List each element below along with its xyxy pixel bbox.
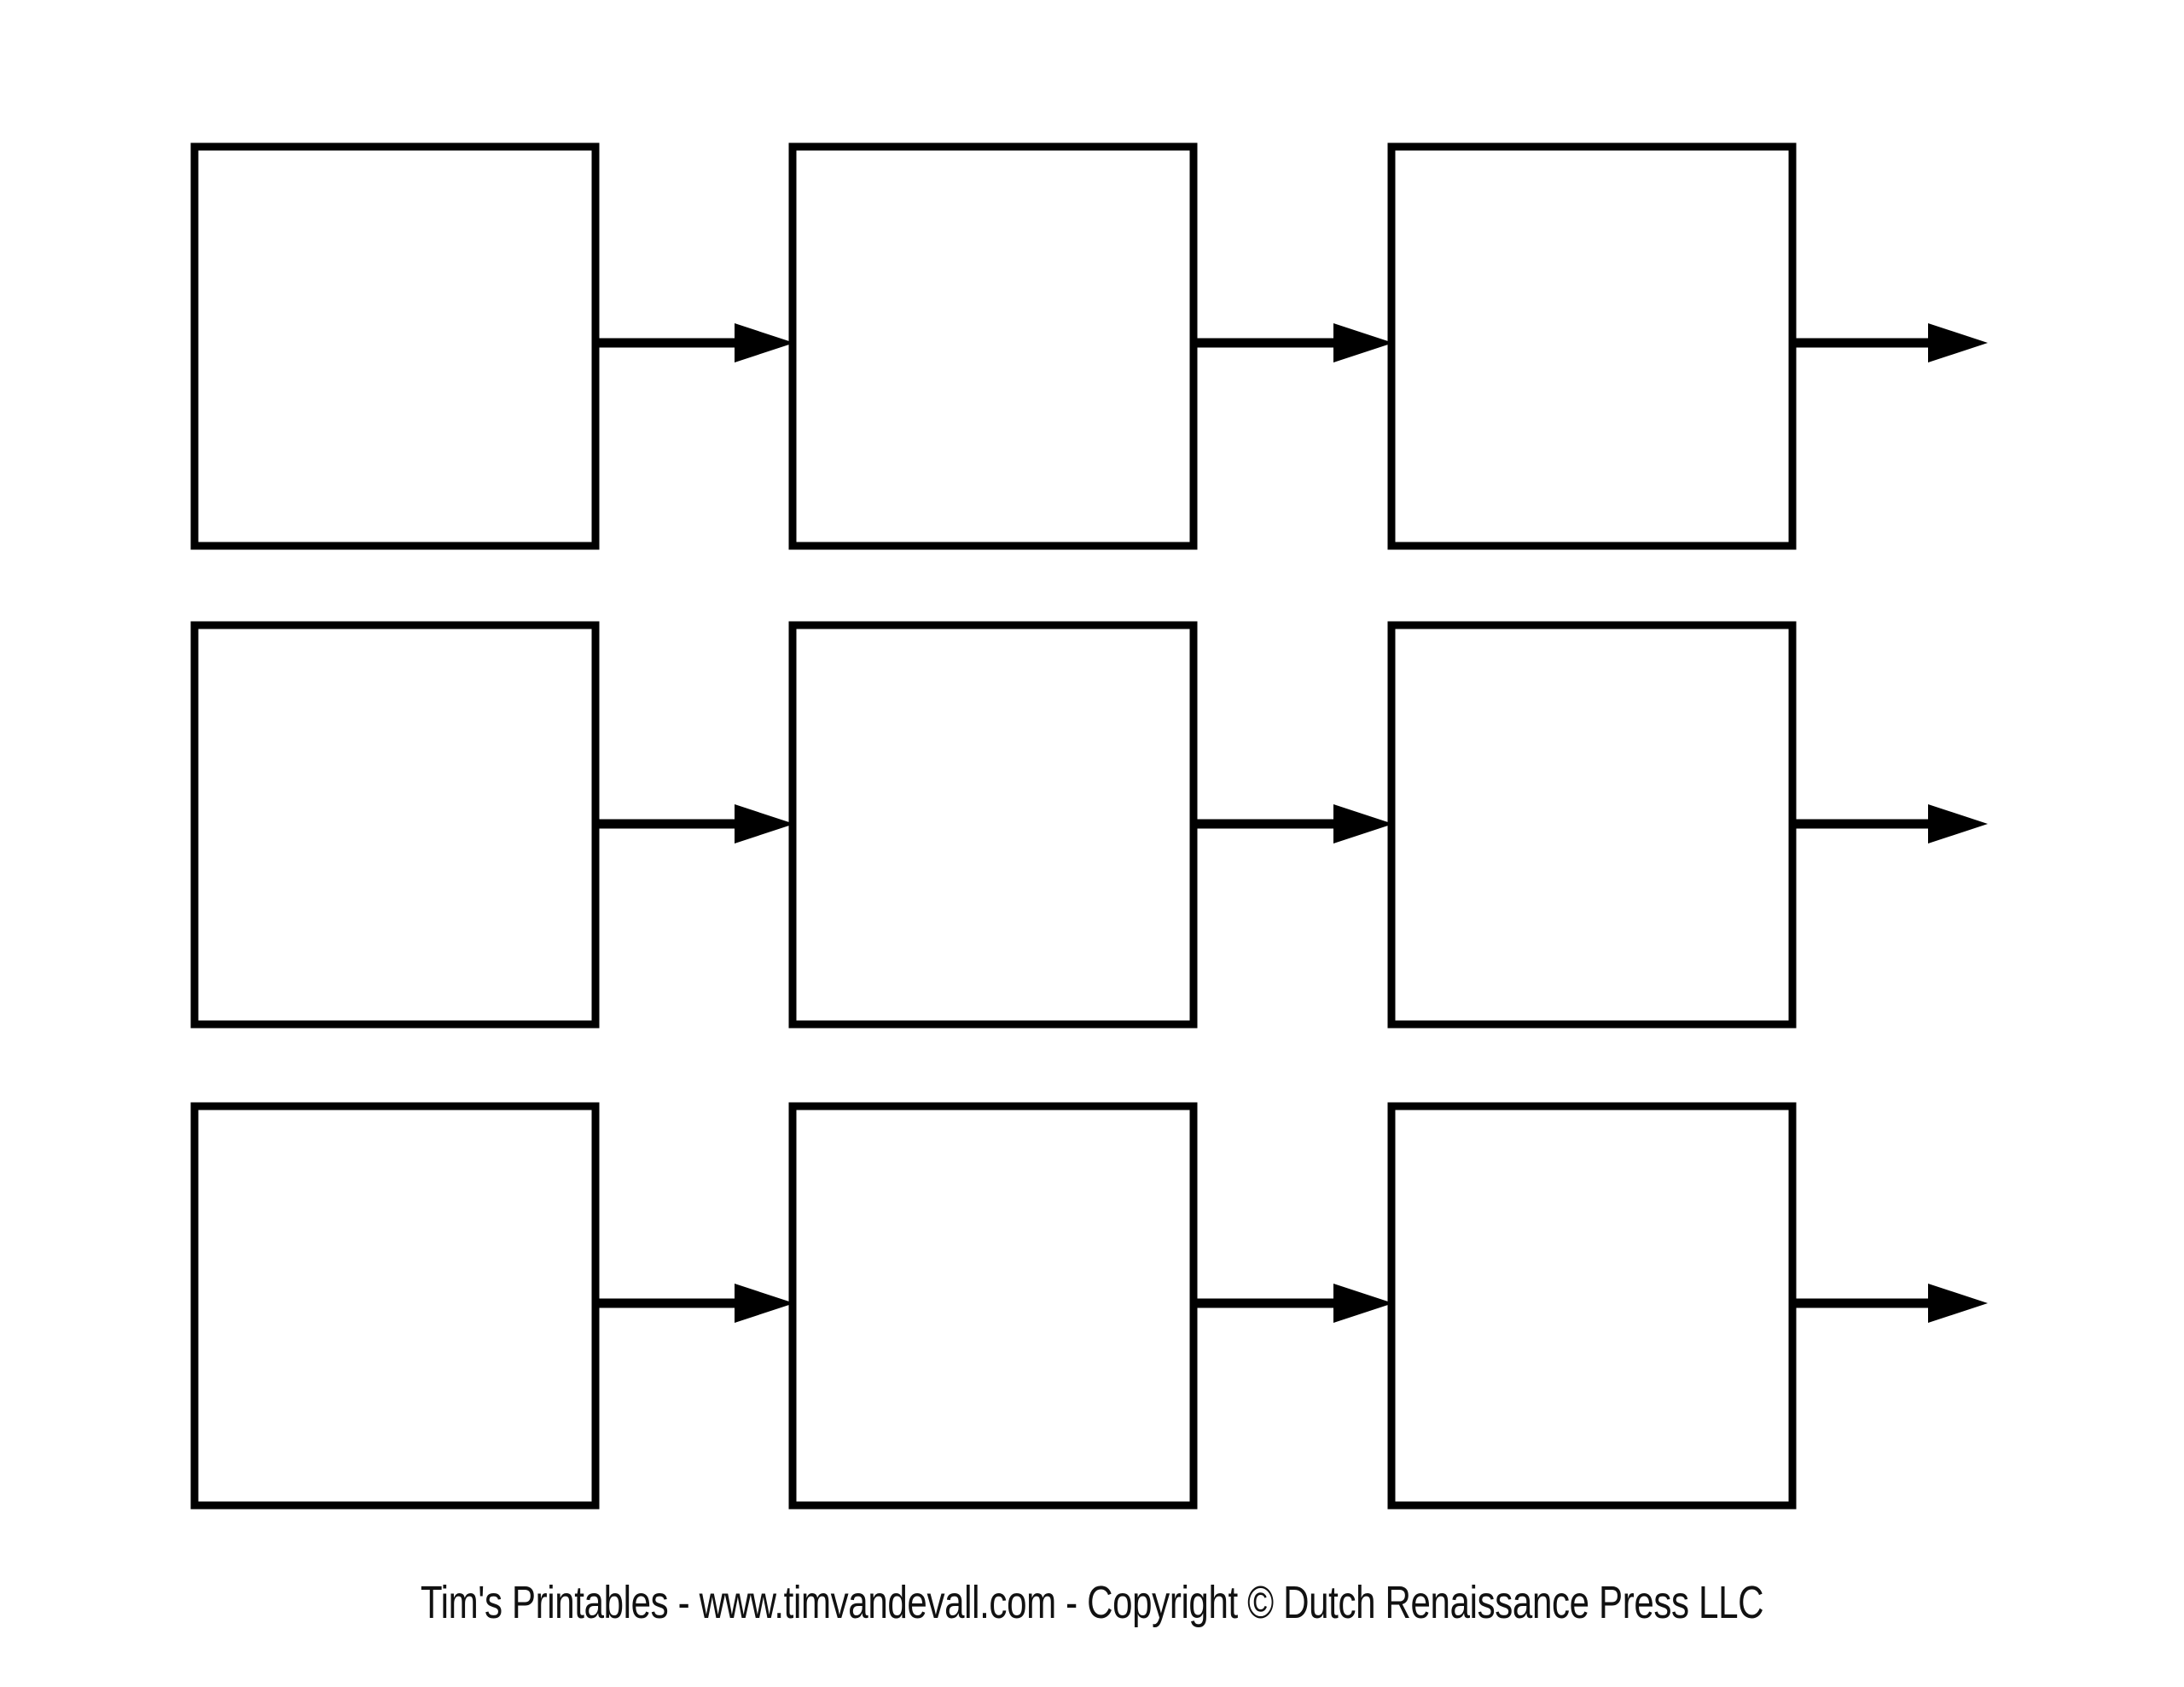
flow-row-1 <box>190 142 1988 550</box>
flow-row-2 <box>190 621 1988 1029</box>
flow-arrow-r3-3 <box>1792 1284 1988 1323</box>
flow-arrow-r2-3 <box>1792 804 1988 844</box>
flow-box-r1c2[interactable] <box>788 142 1198 550</box>
flow-box-r2c1[interactable] <box>190 621 600 1029</box>
flow-box-r1c3[interactable] <box>1387 142 1797 550</box>
flow-box-r3c3[interactable] <box>1387 1102 1797 1510</box>
flow-arrow-r1-2 <box>1194 323 1393 362</box>
flow-box-r2c2[interactable] <box>788 621 1198 1029</box>
flow-row-3 <box>190 1102 1988 1510</box>
flow-arrow-r2-1 <box>595 804 794 844</box>
flow-box-r3c1[interactable] <box>190 1102 600 1510</box>
flow-box-r2c3[interactable] <box>1387 621 1797 1029</box>
flow-box-r1c1[interactable] <box>190 142 600 550</box>
flow-arrow-r1-1 <box>595 323 794 362</box>
flow-box-r3c2[interactable] <box>788 1102 1198 1510</box>
copyright-credit-line: Tim's Printables - www.timvandevall.com … <box>420 1577 1764 1628</box>
flow-arrow-r3-2 <box>1194 1284 1393 1323</box>
flow-arrow-r2-2 <box>1194 804 1393 844</box>
flow-arrow-r3-1 <box>595 1284 794 1323</box>
flow-arrow-r1-3 <box>1792 323 1988 362</box>
